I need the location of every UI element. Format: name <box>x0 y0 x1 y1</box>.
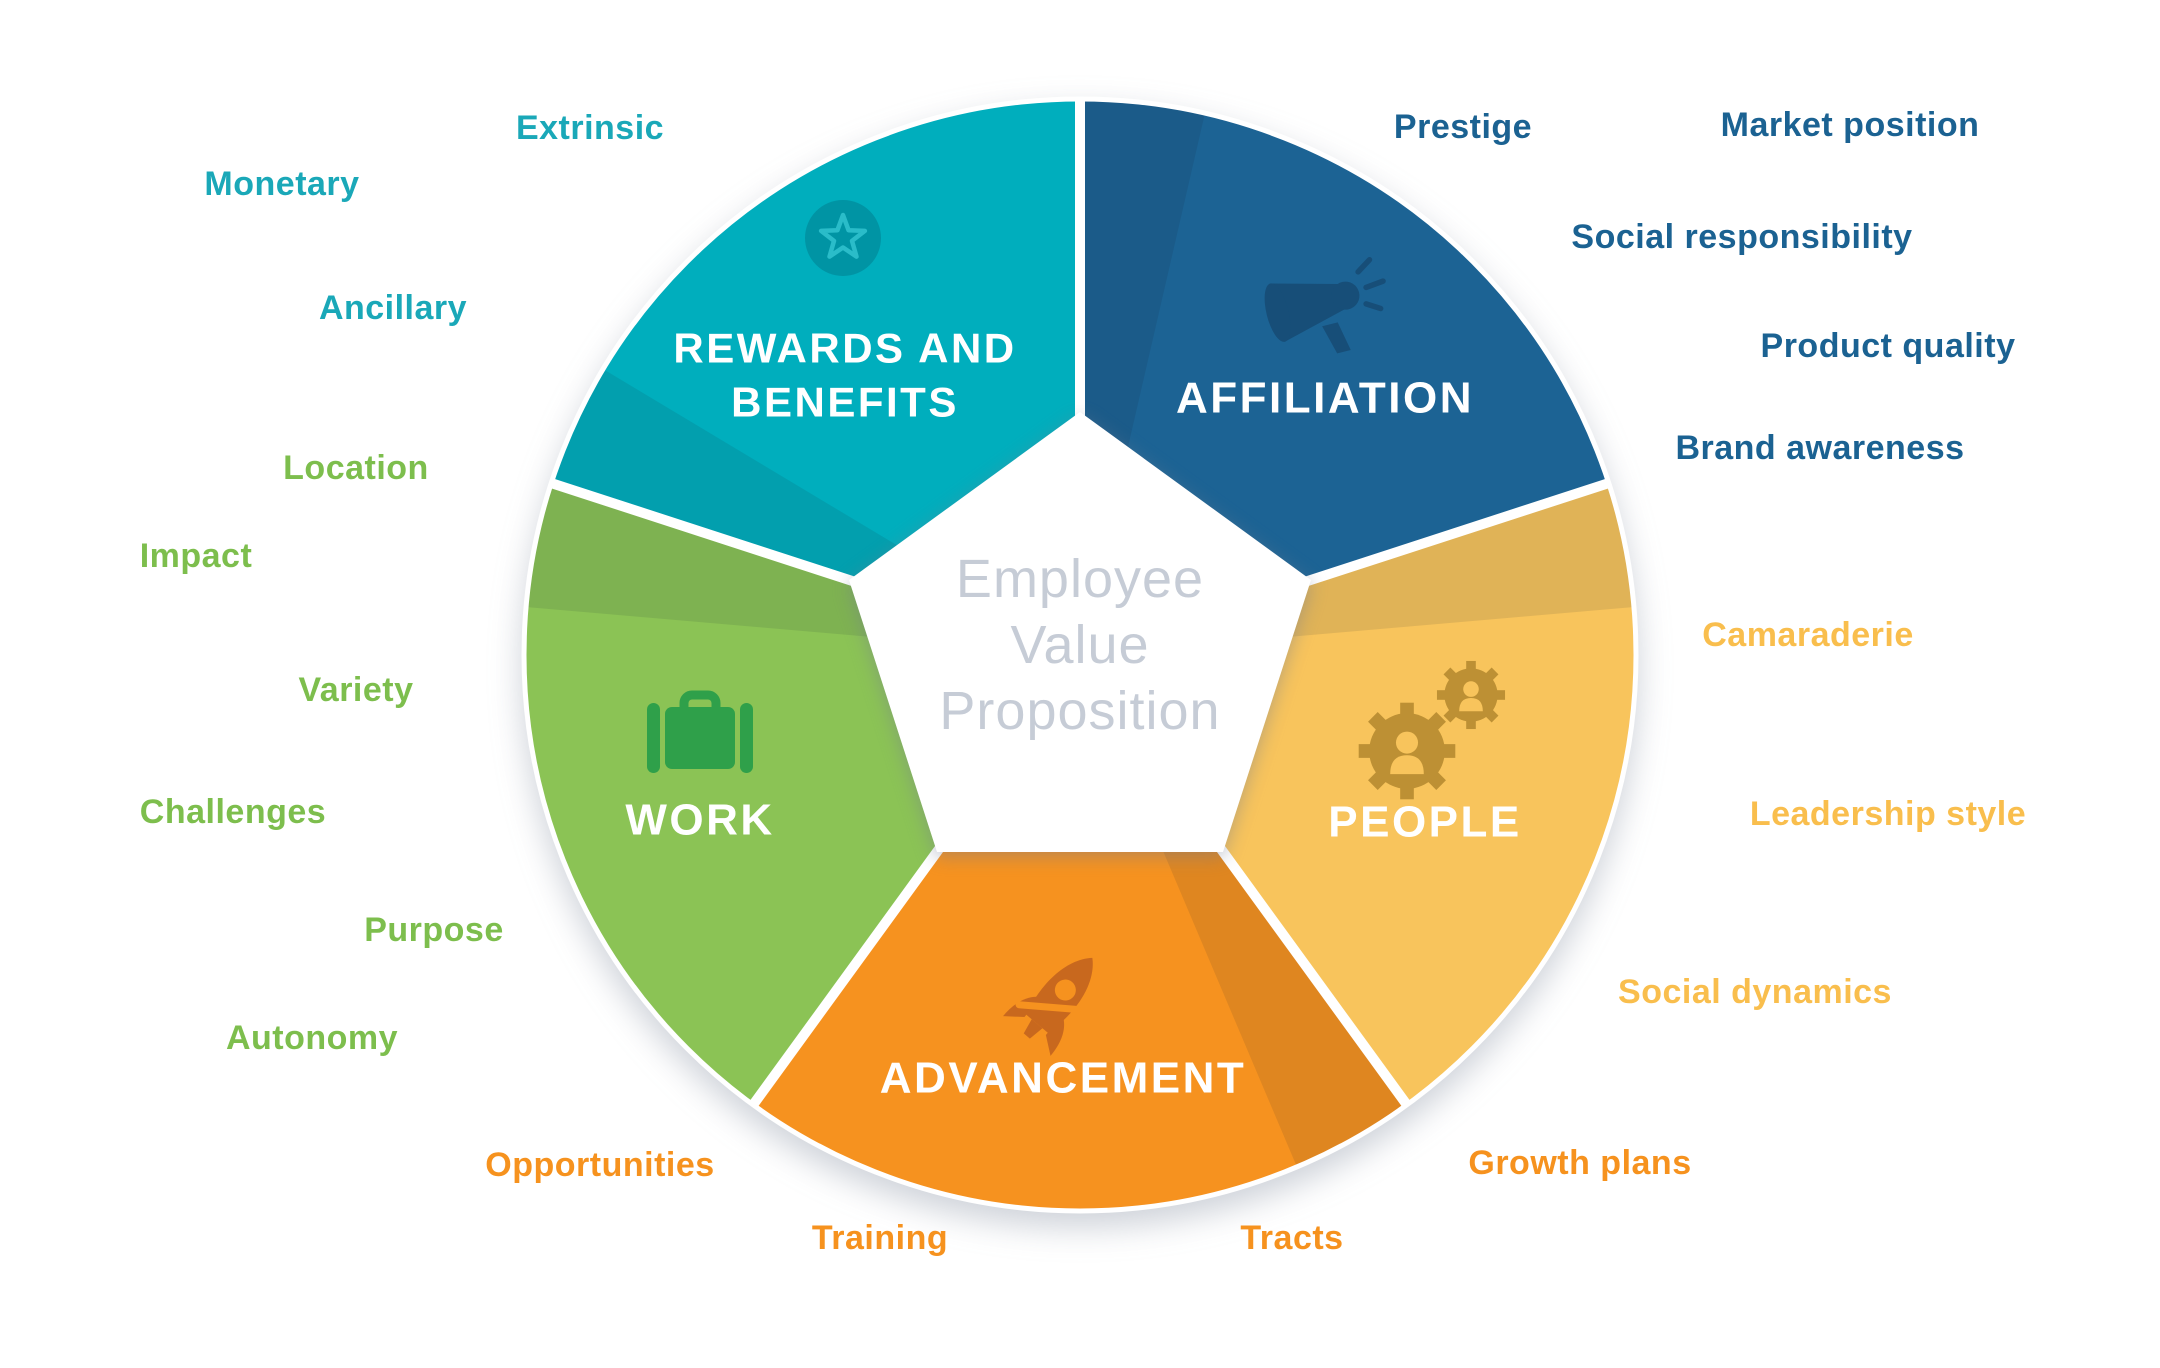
title-affiliation: AFFILIATION <box>1176 374 1474 423</box>
center-line-1: Employee <box>956 549 1204 609</box>
center-title: Employee Value Proposition <box>939 549 1220 741</box>
title-advancement: ADVANCEMENT <box>880 1054 1246 1103</box>
label-social-responsibility: Social responsibility <box>1571 218 1912 256</box>
star-badge-icon <box>805 200 881 276</box>
center-line-2: Value <box>1010 615 1149 675</box>
label-opportunities: Opportunities <box>485 1146 714 1184</box>
label-market-position: Market position <box>1721 106 1980 144</box>
label-ancillary: Ancillary <box>319 289 467 327</box>
center-pentagon <box>849 412 1311 852</box>
label-location: Location <box>283 449 429 487</box>
briefcase-icon <box>647 690 753 773</box>
label-brand-awareness: Brand awareness <box>1675 429 1964 467</box>
label-social-dynamics: Social dynamics <box>1618 973 1892 1011</box>
segment-advancement <box>753 655 1407 1212</box>
title-work: WORK <box>625 796 774 845</box>
label-extrinsic: Extrinsic <box>516 109 664 147</box>
label-training: Training <box>812 1219 948 1257</box>
label-monetary: Monetary <box>204 165 359 203</box>
label-challenges: Challenges <box>140 793 326 831</box>
label-impact: Impact <box>140 537 253 575</box>
megaphone-icon <box>1264 257 1386 354</box>
wheel-outer-rim <box>521 96 1639 1214</box>
label-variety: Variety <box>298 671 413 709</box>
label-leadership-style: Leadership style <box>1750 795 2026 833</box>
label-prestige: Prestige <box>1394 108 1532 146</box>
center-line-3: Proposition <box>939 681 1220 741</box>
label-growth-plans: Growth plans <box>1468 1144 1691 1182</box>
label-autonomy: Autonomy <box>226 1019 398 1057</box>
title-rewards-line1: REWARDS AND <box>673 325 1016 372</box>
title-rewards-line2: BENEFITS <box>731 379 959 426</box>
label-purpose: Purpose <box>364 911 504 949</box>
label-tracts: Tracts <box>1240 1219 1343 1257</box>
title-people: PEOPLE <box>1328 798 1522 847</box>
rocket-icon <box>1003 957 1093 1056</box>
label-camaraderie: Camaraderie <box>1702 616 1914 654</box>
people-gears-icon <box>1358 660 1506 800</box>
label-product-quality: Product quality <box>1761 327 2016 365</box>
